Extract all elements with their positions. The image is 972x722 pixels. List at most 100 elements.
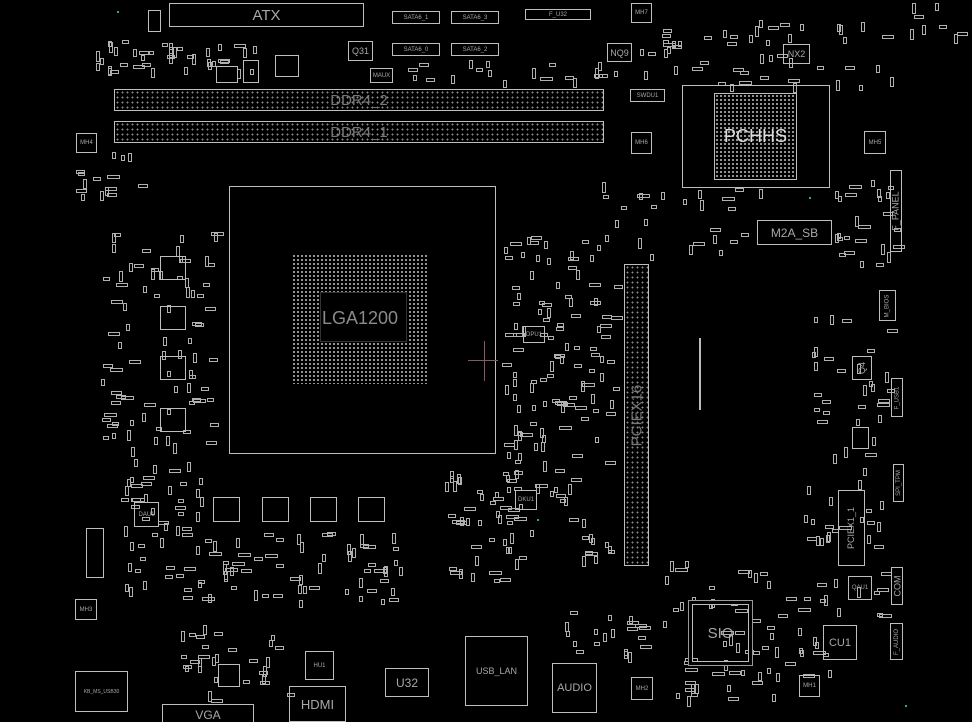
vrm-choke[interactable] — [160, 306, 186, 330]
smd-pad — [193, 353, 198, 364]
swdu1-chip[interactable]: SWDU1 — [630, 89, 665, 102]
smd-pad — [595, 436, 599, 443]
sata6-2-connector[interactable]: SATA6_2 — [451, 43, 499, 56]
small-chip[interactable] — [148, 10, 161, 32]
smd-pad — [269, 640, 274, 648]
mh4-mounting-hole[interactable]: MH4 — [76, 133, 97, 153]
mh5-mounting-hole[interactable]: MH5 — [864, 131, 886, 154]
smd-pad — [197, 582, 202, 589]
small-chip[interactable] — [275, 55, 299, 77]
vrm-choke[interactable] — [358, 497, 385, 522]
mh7-mounting-hole[interactable]: MH7 — [631, 3, 652, 23]
maux-chip[interactable]: MAUX — [370, 68, 393, 83]
smd-pad — [780, 23, 791, 28]
smd-pad — [195, 546, 200, 556]
pciex16-slot[interactable]: PCIEX16 — [624, 264, 649, 566]
smd-pad — [165, 574, 174, 579]
spi-tpm-header[interactable]: SPI_TPM — [893, 464, 904, 502]
smd-pad — [159, 537, 164, 548]
smd-pad — [321, 554, 326, 563]
vrm-choke[interactable] — [160, 356, 186, 380]
smd-pad — [177, 349, 182, 359]
vrm-choke[interactable] — [160, 256, 186, 280]
f-usb1-header[interactable]: F_USB1 — [891, 378, 903, 417]
vga-connector[interactable]: VGA — [162, 704, 254, 722]
smd-pad — [131, 447, 136, 458]
audio-connector[interactable]: AUDIO — [552, 663, 597, 713]
small-chip[interactable] — [216, 66, 238, 83]
f-u32-connector[interactable]: F_U32 — [525, 9, 591, 20]
smd-pad — [542, 461, 547, 473]
smd-pad — [129, 360, 141, 365]
smd-pad — [168, 468, 181, 473]
qau1-chip[interactable]: QAU1 — [848, 576, 872, 600]
smd-pad — [547, 308, 552, 319]
q4-chip[interactable]: Q4 — [852, 356, 872, 380]
m-bios-chip[interactable]: M_BIOS — [879, 290, 896, 321]
mh3-mounting-hole[interactable]: MH3 — [75, 599, 97, 620]
ddr4-2-slot[interactable]: DDR4_2 — [114, 89, 604, 111]
smd-pad — [139, 50, 151, 55]
vrm-choke[interactable] — [160, 408, 186, 432]
atx-connector[interactable]: ATX — [169, 3, 364, 27]
smd-pad — [186, 461, 191, 472]
small-chip[interactable] — [852, 427, 869, 449]
kb-ms-usb30-connector[interactable]: KB_MS_USB30 — [75, 671, 128, 712]
f-panel-header[interactable]: F_PANEL — [890, 170, 902, 252]
smd-pad — [741, 669, 746, 676]
smd-pad — [205, 306, 217, 311]
small-chip[interactable] — [243, 60, 259, 83]
smd-pad — [228, 647, 238, 652]
smd-pad — [567, 257, 579, 262]
nq9-chip[interactable]: NQ9 — [607, 43, 632, 62]
smd-pad — [503, 539, 508, 547]
com-header[interactable]: COM — [891, 567, 903, 605]
sata6-1-connector[interactable]: SATA6_1 — [392, 11, 440, 24]
smd-pad — [593, 629, 598, 636]
dpu1-chip[interactable]: DPU1 — [523, 326, 545, 343]
cu1-chip[interactable]: CU1 — [823, 625, 857, 660]
pch-chip[interactable]: PCHHS — [714, 93, 797, 180]
smd-pad — [873, 590, 880, 595]
smd-pad — [553, 486, 558, 493]
mh6-mounting-hole[interactable]: MH6 — [631, 132, 652, 154]
q31-chip[interactable]: Q31 — [348, 41, 373, 61]
smd-pad — [878, 398, 891, 403]
nq9-label: NQ9 — [610, 47, 629, 58]
pciex1-1-slot[interactable]: PCIEX1_1 — [838, 490, 865, 566]
smd-pad — [103, 436, 110, 441]
smd-pad — [697, 189, 702, 199]
smd-pad — [445, 482, 450, 493]
mh1-mounting-hole[interactable]: MH1 — [799, 675, 820, 697]
u32-connector[interactable]: U32 — [385, 668, 429, 697]
smd-pad — [516, 405, 521, 414]
nx2-chip[interactable]: NX2 — [783, 44, 810, 64]
f-audio-header[interactable]: F_AUDIO — [890, 623, 903, 660]
vrm-choke[interactable] — [213, 497, 240, 522]
smd-pad — [542, 303, 553, 308]
vrm-choke[interactable] — [310, 497, 337, 522]
connector-header[interactable] — [86, 528, 104, 578]
hu1-chip[interactable]: HU1 — [305, 651, 334, 680]
smd-pad — [205, 539, 213, 544]
sata6-0-connector[interactable]: SATA6_0 — [392, 43, 440, 56]
m2a-sb-slot[interactable]: M2A_SB — [757, 220, 832, 245]
sata6-3-connector[interactable]: SATA6_3 — [451, 11, 499, 24]
small-chip[interactable] — [218, 664, 240, 687]
smd-pad — [689, 245, 694, 256]
sio-chip[interactable]: SIO — [692, 604, 749, 662]
smd-pad — [530, 235, 542, 240]
ddr4-1-slot[interactable]: DDR4_1 — [114, 121, 604, 143]
usb-lan-connector[interactable]: USB_LAN — [465, 636, 528, 706]
dku1-chip[interactable]: DKU1 — [515, 490, 537, 510]
dau1-chip[interactable]: DAU1 — [134, 502, 159, 527]
smd-pad — [602, 194, 609, 199]
hdmi-connector[interactable]: HDMI — [289, 686, 346, 722]
mh2-mounting-hole[interactable]: MH2 — [631, 677, 653, 700]
smd-pad — [448, 567, 457, 572]
vrm-choke[interactable] — [262, 497, 289, 522]
smd-pad — [99, 58, 104, 65]
cpu-socket-outline[interactable] — [229, 186, 496, 454]
smd-pad — [273, 594, 284, 599]
